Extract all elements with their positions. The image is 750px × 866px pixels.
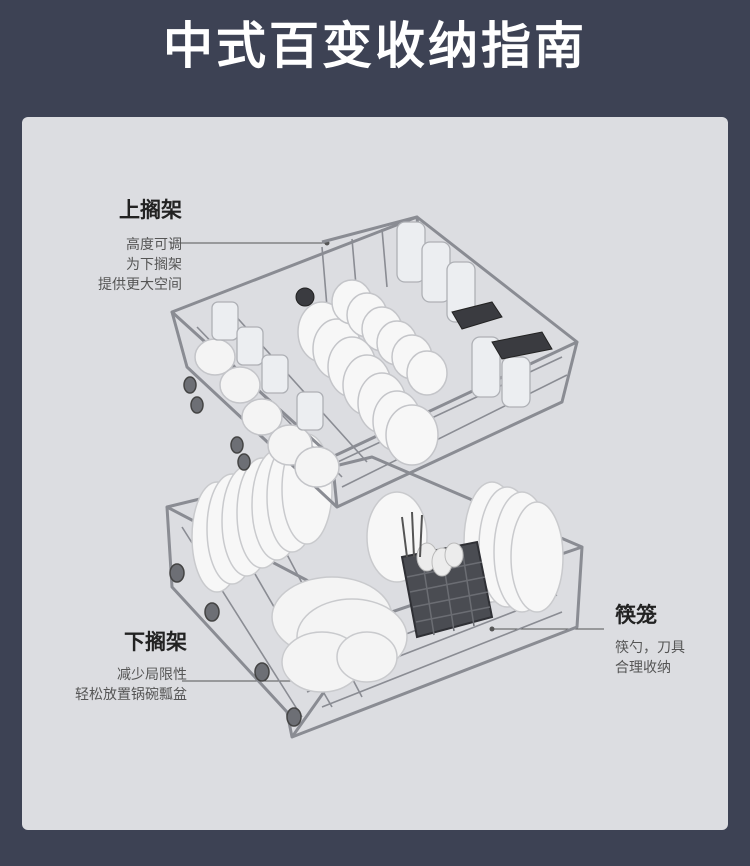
cutlery-basket-desc-1: 筷勺，刀具: [615, 640, 685, 656]
upper-plates: [297, 279, 448, 466]
upper-rack-desc-2: 为下搁架: [126, 257, 182, 273]
lower-bowls: [271, 576, 408, 693]
lower-rack-wheels: [169, 563, 302, 727]
page-title: 中式百变收纳指南: [163, 17, 587, 75]
upper-rack-desc-3: 提供更大空间: [98, 277, 182, 293]
lower-rack-desc-2: 轻松放置锅碗瓢盆: [75, 687, 187, 703]
lower-rack-callout: 下搁架 减少局限性 轻松放置锅碗瓢盆: [32, 627, 187, 705]
lower-rack-heading: 下搁架: [124, 630, 187, 654]
upper-cups: [194, 338, 340, 488]
upper-glasses: [211, 221, 531, 431]
upper-rack-desc-1: 高度可调: [126, 237, 182, 253]
dishwasher-racks-illustration: [165, 215, 604, 739]
upper-rack-heading: 上搁架: [119, 198, 182, 222]
product-panel: 上搁架 高度可调 为下搁架 提供更大空间 下搁架 减少局限性 轻松放置锅碗瓢盆 …: [22, 117, 728, 830]
cutlery-basket: [400, 511, 494, 639]
cutlery-basket-desc-2: 合理收纳: [615, 660, 671, 676]
cutlery-basket-callout: 筷笼 筷勺，刀具 合理收纳: [615, 600, 725, 678]
cup-holder-flaps: [295, 287, 553, 360]
upper-rack-wheels: [183, 376, 251, 471]
upper-rack-callout: 上搁架 高度可调 为下搁架 提供更大空间: [82, 195, 182, 295]
cutlery-basket-heading: 筷笼: [615, 603, 657, 627]
lower-rack-desc-1: 减少局限性: [117, 667, 187, 683]
